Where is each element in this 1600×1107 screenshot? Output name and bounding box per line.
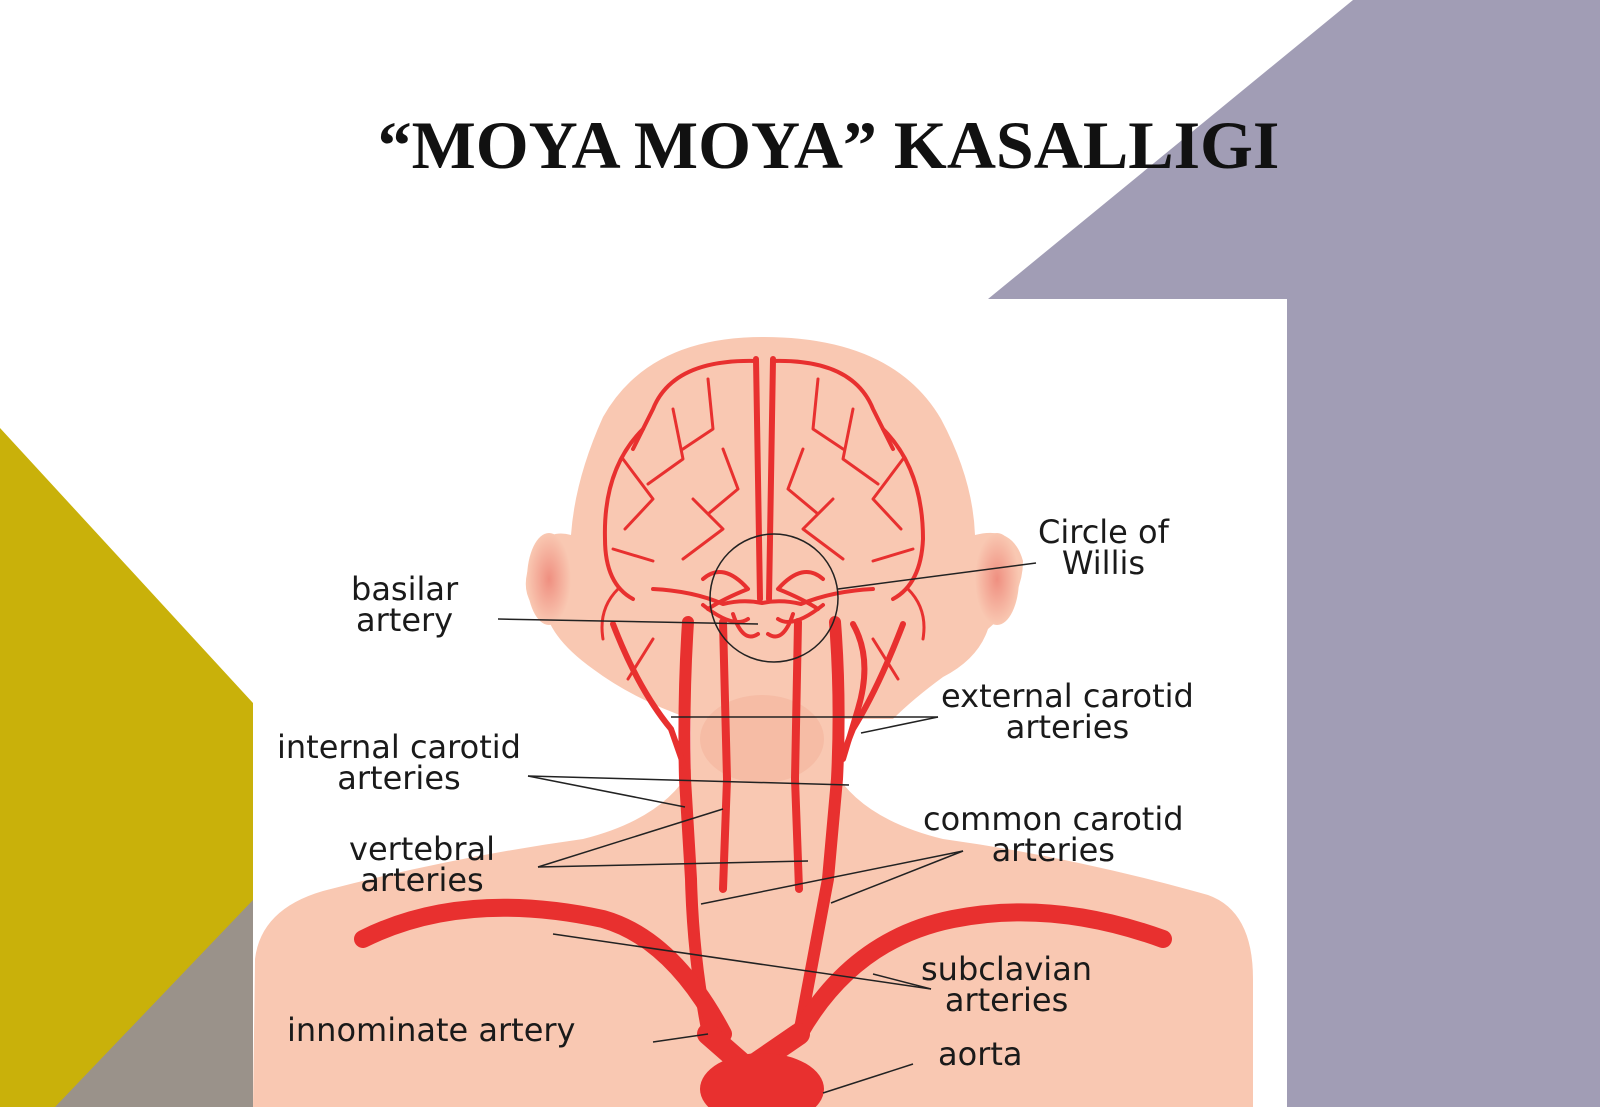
neck-arteries	[354, 616, 1172, 1080]
left-ear	[527, 533, 571, 625]
label-circle-of-willis: Circle of Willis	[1038, 513, 1169, 582]
label-subclavian-arteries: subclavian arteries	[921, 950, 1093, 1019]
circle-of-willis-marker	[709, 533, 839, 663]
leader-lines	[497, 562, 1037, 1094]
shoulders-silhouette	[253, 699, 1253, 1107]
label-basilar-artery: basilar artery	[351, 570, 459, 639]
label-aorta: aorta	[938, 1035, 1023, 1073]
gold-shape	[0, 428, 253, 1107]
neck-shade	[700, 695, 824, 783]
artery-illustration	[253, 337, 1253, 1107]
cerebral-arteries	[600, 356, 926, 681]
lavender-shape	[988, 0, 1600, 1107]
label-vertebral-arteries: vertebral arteries	[349, 830, 495, 899]
label-external-carotid: external carotid arteries	[941, 677, 1194, 746]
label-innominate-artery: innominate artery	[287, 1011, 576, 1049]
anatomy-diagram: Circle of Willis basilar artery external…	[253, 299, 1287, 1107]
aorta-arch	[700, 1053, 824, 1107]
taupe-shape	[55, 900, 253, 1107]
right-ear	[975, 533, 1019, 625]
label-internal-carotid: internal carotid arteries	[277, 728, 521, 797]
slide-title: “MOYA MOYA” KASALLIGI	[377, 107, 1280, 183]
label-common-carotid: common carotid arteries	[923, 800, 1184, 869]
head-silhouette	[525, 337, 1023, 759]
